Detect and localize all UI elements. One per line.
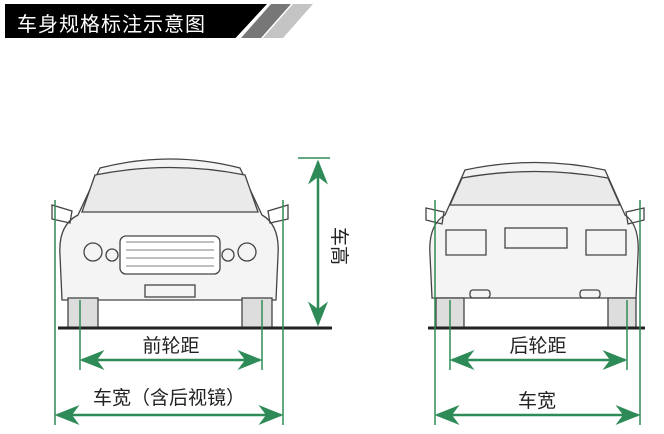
rear-track-label: 后轮距 <box>509 335 566 357</box>
front-car-illustration <box>51 158 289 329</box>
page-title: 车身规格标注示意图 <box>17 12 206 36</box>
width-label: 车宽 <box>518 390 556 412</box>
front-track-label: 前轮距 <box>142 335 199 357</box>
width-with-mirrors-label: 车宽（含后视镜） <box>93 387 245 409</box>
banner-bar <box>5 4 267 38</box>
rear-car-illustration <box>425 161 645 329</box>
dimension-lines <box>54 157 641 425</box>
title-banner: 车身规格标注示意图 <box>5 4 313 38</box>
height-label: 车高 <box>328 227 350 265</box>
